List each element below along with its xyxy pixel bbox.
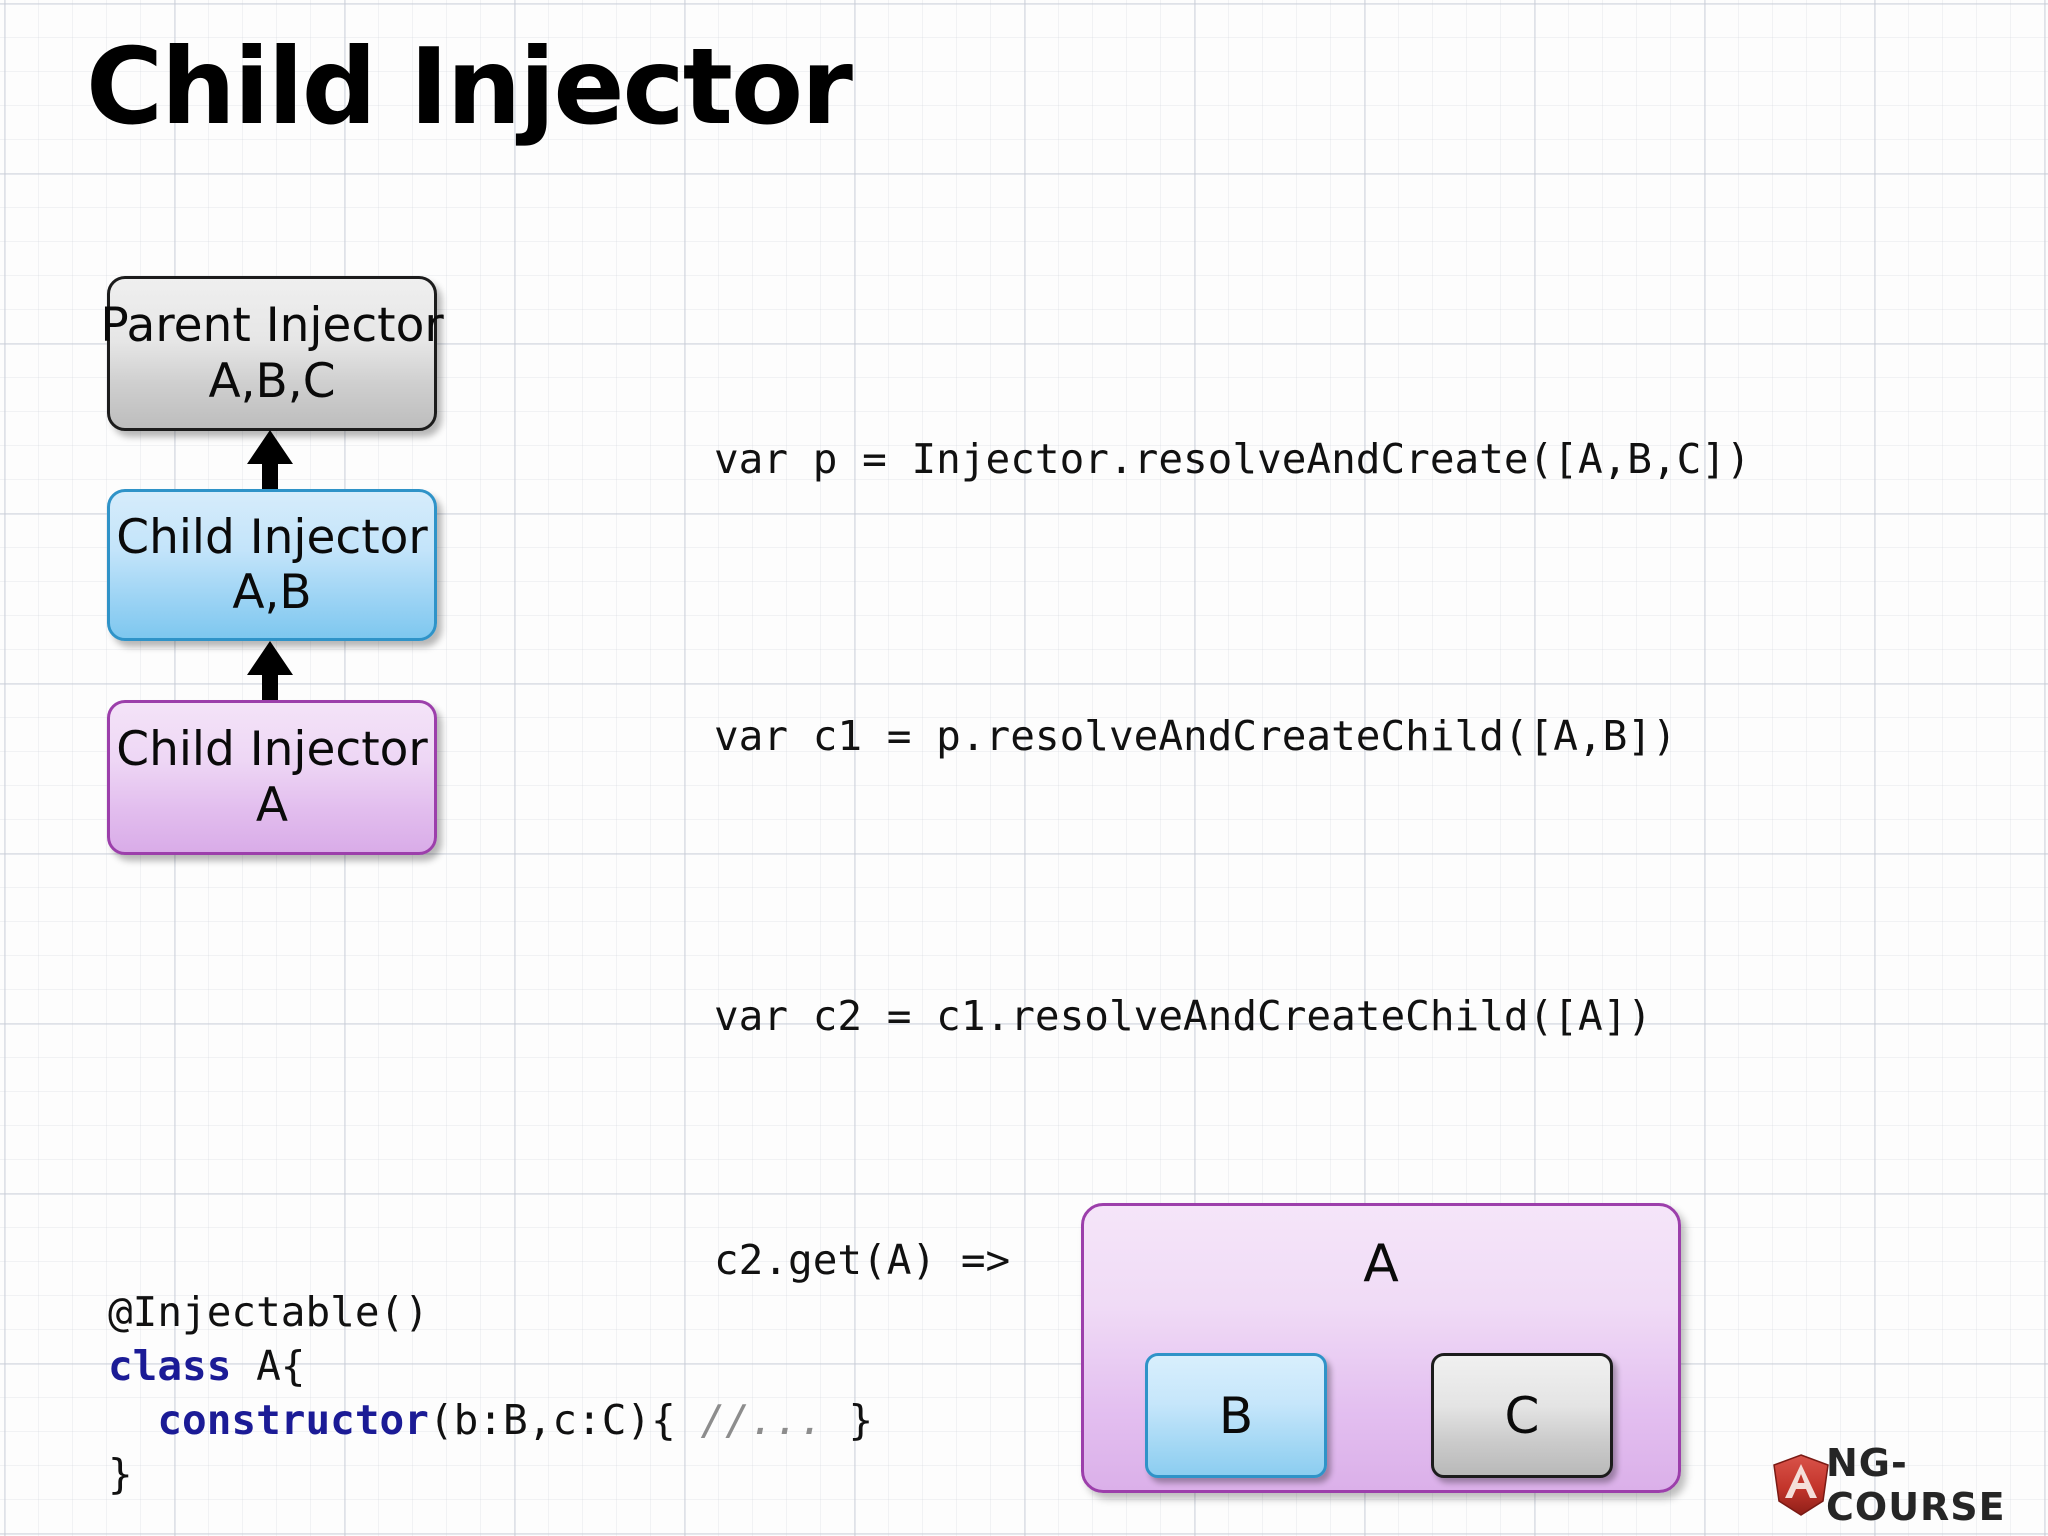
node-child-injector-a: Child Injector A [107,700,437,855]
node-parent-injector-line2: A,B,C [208,353,336,409]
page-title: Child Injector [86,26,853,148]
constructor-signature: (b:B,c:C){ [428,1396,701,1445]
node-child-injector-ab-line2: A,B [232,565,312,620]
angular-shield-icon [1773,1454,1829,1516]
node-child-injector-ab: Child Injector A,B [107,489,437,641]
code-comment: //... [700,1396,824,1445]
class-close-brace: } [108,1450,133,1499]
node-child-injector-a-line1: Child Injector [116,722,428,778]
logo-text: NG-COURSE [1826,1441,2006,1529]
inner-node-c: C [1431,1353,1613,1478]
inner-node-b: B [1145,1353,1327,1478]
node-child-injector-a-line2: A [255,777,289,833]
node-parent-injector: Parent Injector A,B,C [100,276,444,431]
decorator-injectable: @Injectable() [108,1288,429,1336]
class-source-snippet: @Injectable() class A{ constructor(b:B,c… [108,1285,873,1501]
result-node-a-label: A [1363,1234,1399,1294]
ang-course-logo: NG-COURSE [1772,1441,2048,1529]
code-line-create-parent: var p = Injector.resolveAndCreate([A,B,C… [714,435,1751,483]
node-parent-injector-line1: Parent Injector [100,298,444,354]
inner-node-c-label: C [1504,1386,1540,1445]
result-node-a: A B C [1081,1203,1681,1493]
code-line-create-child2: var c2 = c1.resolveAndCreateChild([A]) [714,992,1652,1040]
keyword-constructor: constructor [157,1396,429,1445]
arrow-up-child1-to-parent [247,430,293,492]
code-line-create-child1: var c1 = p.resolveAndCreateChild([A,B]) [714,712,1677,760]
node-child-injector-ab-line1: Child Injector [116,509,428,565]
arrow-up-child2-to-child1 [247,641,293,703]
class-name-a: A{ [231,1342,306,1391]
constructor-body-close: } [823,1396,874,1445]
code-line-get-a: c2.get(A) => [714,1236,1011,1284]
keyword-class: class [108,1342,232,1391]
inner-node-b-label: B [1218,1386,1254,1445]
